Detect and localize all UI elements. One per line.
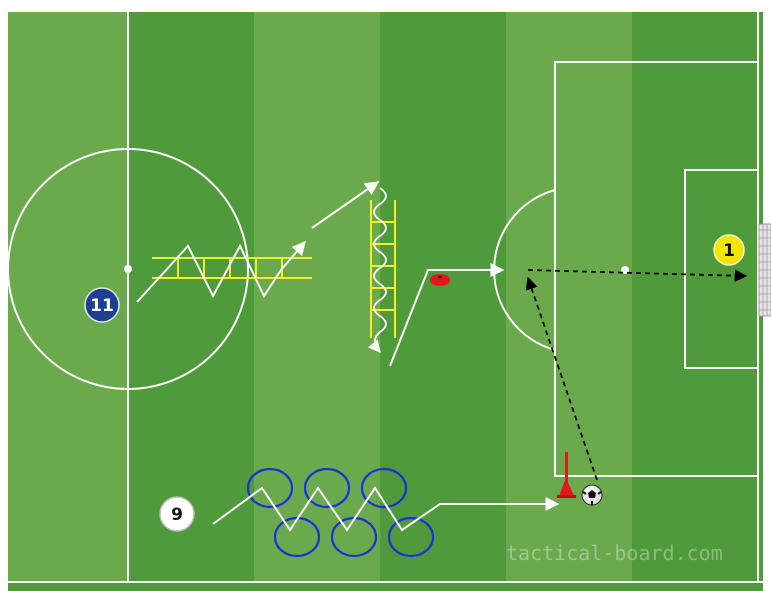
marker-disc bbox=[430, 274, 450, 286]
goal-net bbox=[759, 224, 771, 316]
player-11[interactable]: 11 bbox=[85, 288, 119, 322]
pitch-stripe bbox=[254, 12, 380, 588]
player-1-number: 1 bbox=[723, 241, 735, 261]
player-1[interactable]: 1 bbox=[714, 235, 744, 265]
pitch-stripe bbox=[506, 12, 632, 588]
centre-spot bbox=[124, 265, 132, 273]
player-11-number: 11 bbox=[90, 296, 114, 316]
watermark: tactical-board.com bbox=[506, 541, 723, 565]
player-9[interactable]: 9 bbox=[160, 497, 194, 531]
player-9-number: 9 bbox=[171, 505, 183, 525]
ball bbox=[582, 485, 602, 505]
